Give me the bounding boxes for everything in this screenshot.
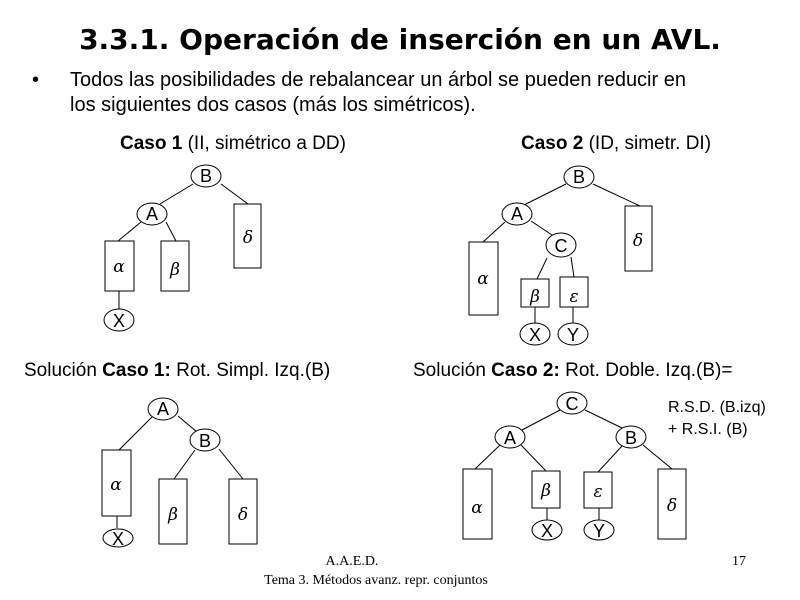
bullet-text-line1: Todos las posibilidades de rebalancear u… [70, 69, 686, 91]
node-b [190, 164, 222, 188]
node-b [615, 425, 647, 449]
sol1-rest: Rot. Simpl. Izq.(B) [171, 360, 330, 381]
sol2-rest: Rot. Doble. Izq.(B)= [560, 360, 733, 381]
rotation-note-line1: R.S.D. (B.izq) [668, 399, 766, 416]
subtree-delta [228, 478, 258, 545]
node-a [501, 202, 533, 226]
node-x [531, 519, 563, 541]
node-x [103, 308, 135, 332]
node-label: A [504, 428, 516, 448]
node-c [556, 391, 588, 415]
case1-heading: Caso 1 (II, simétrico a DD) [120, 133, 346, 154]
subtree-alpha [468, 241, 499, 316]
subtree-delta [657, 468, 687, 540]
subtree-epsilon [583, 471, 613, 509]
subtree-alpha [101, 449, 132, 517]
node-label: Y [567, 325, 579, 345]
subtree-label: β [540, 481, 551, 501]
subtree-alpha [462, 468, 493, 540]
node-c [545, 232, 577, 258]
node-label: A [511, 204, 523, 224]
node-b [563, 165, 595, 189]
case2-tree: B A C X Y α δ β ε [468, 165, 653, 346]
node-label: B [199, 431, 211, 451]
case1-tree: B A X δ α β [103, 164, 262, 332]
subtree-label: β [529, 287, 540, 307]
subtree-beta [158, 478, 188, 545]
node-label: X [541, 521, 553, 541]
subtree-delta [624, 205, 653, 272]
node-label: Y [593, 521, 605, 541]
case2-rest: (ID, simetr. DI) [583, 133, 711, 154]
subtree-label: β [169, 260, 180, 280]
node-x [102, 528, 134, 548]
node-y [583, 519, 615, 541]
slide-title: 3.3.1. Operación de inserción en un AVL. [79, 23, 721, 56]
node-label: X [529, 325, 541, 345]
rotation-note-line2: + R.S.I. (B) [668, 421, 748, 438]
subtree-label: α [113, 257, 125, 277]
solution1-tree: A B X α β δ [101, 397, 258, 549]
node-y [557, 322, 589, 346]
node-label: X [112, 529, 124, 549]
sol2-bold: Caso 2: [491, 360, 560, 381]
node-label: X [113, 311, 125, 331]
node-b [189, 428, 221, 452]
sol1-bold: Caso 1: [102, 360, 171, 381]
sol2-pre: Solución [413, 360, 491, 381]
subtree-label: ε [569, 287, 578, 307]
node-label: C [555, 236, 568, 256]
node-a [136, 202, 168, 226]
subtree-label: β [167, 505, 178, 525]
solution1-heading: Solución Caso 1: Rot. Simpl. Izq.(B) [24, 360, 330, 381]
node-label: B [625, 428, 637, 448]
subtree-beta [160, 240, 190, 292]
subtree-delta [233, 203, 262, 269]
node-a [494, 425, 526, 449]
case1-rest: (II, simétrico a DD) [182, 133, 346, 154]
solution2-tree: C A B X Y α β ε δ [462, 391, 687, 541]
node-x [519, 322, 551, 346]
subtree-alpha [104, 240, 135, 292]
sol1-pre: Solución [24, 360, 102, 381]
page-number: 17 [732, 554, 746, 569]
node-label: B [573, 167, 585, 187]
subtree-label: α [471, 498, 483, 518]
subtree-label: ε [593, 482, 602, 502]
subtree-beta [520, 278, 550, 308]
node-label: A [146, 204, 158, 224]
subtree-label: δ [633, 231, 643, 251]
footer-course: A.A.E.D. [326, 554, 379, 569]
subtree-epsilon [559, 276, 589, 308]
subtree-label: α [110, 475, 122, 495]
case1-bold: Caso 1 [120, 133, 183, 154]
bullet-icon: • [32, 69, 39, 91]
case2-heading: Caso 2 (ID, simetr. DI) [521, 133, 711, 154]
node-a [147, 397, 179, 421]
solution2-heading: Solución Caso 2: Rot. Doble. Izq.(B)= [413, 360, 732, 381]
node-label: C [566, 394, 579, 414]
subtree-label: δ [238, 505, 248, 525]
subtree-label: δ [667, 496, 677, 516]
bullet-text-line2: los siguientes dos casos (más los simétr… [70, 94, 476, 116]
node-label: B [200, 166, 212, 186]
subtree-label: δ [243, 228, 253, 248]
footer-topic: Tema 3. Métodos avanz. repr. conjuntos [264, 573, 488, 588]
case2-bold: Caso 2 [521, 133, 583, 154]
subtree-beta [531, 470, 561, 509]
node-label: A [157, 399, 169, 419]
subtree-label: α [477, 269, 489, 289]
